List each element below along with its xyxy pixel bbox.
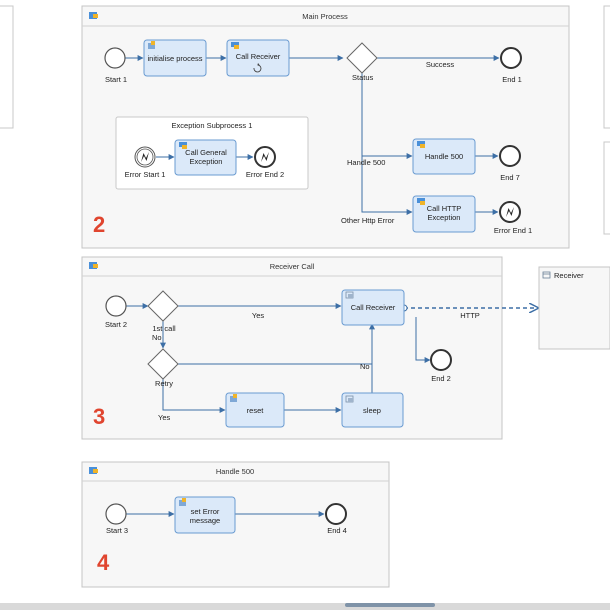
script-task-icon (148, 41, 155, 49)
task-set-error-line1: set Error (191, 507, 220, 516)
main-flows (125, 55, 500, 215)
end-event-7-label: End 7 (500, 173, 520, 182)
service-task-icon (417, 141, 425, 148)
gateway-retry[interactable] (147, 348, 179, 380)
left-panel-edge (0, 5, 14, 129)
task-reset-label: reset (247, 406, 265, 415)
task-call-http-exception[interactable]: Call HTTP Exception (412, 195, 476, 233)
gateway-first-call[interactable] (147, 290, 179, 322)
error-end-event-2[interactable] (254, 146, 276, 168)
start-event-3[interactable] (105, 503, 127, 525)
end-event-1[interactable] (500, 47, 522, 69)
edge-label-success: Success (426, 60, 455, 69)
edge-label-yes: Yes (252, 311, 264, 320)
right-panel-edge-2 (603, 141, 610, 235)
timer-task-icon (345, 395, 354, 403)
edge-label-yes2: Yes (158, 413, 170, 422)
task-call-receiver-main-label: Call Receiver (236, 52, 281, 61)
start-event-3-label: Start 3 (106, 526, 128, 535)
task-handle-500[interactable]: Handle 500 (412, 138, 476, 175)
gateway-first-call-label: 1st call (152, 324, 176, 333)
subprocess-title: Exception Subprocess 1 (172, 121, 253, 130)
error-end-event-1[interactable] (499, 201, 521, 223)
task-call-general-exception-line2: Exception (190, 157, 223, 166)
edge-label-no2: No (360, 362, 370, 371)
loop-icon (253, 63, 262, 73)
task-call-receiver-main[interactable]: Call Receiver (226, 39, 290, 77)
annotation-number: 2 (93, 212, 105, 237)
gateway-retry-label: Retry (155, 379, 173, 388)
pool-title: Main Process (302, 12, 348, 21)
error-icon (261, 152, 269, 162)
participant-title: Receiver (554, 271, 584, 280)
gateway-status-label: Status (352, 73, 374, 82)
end-event-7[interactable] (499, 145, 521, 167)
pool-title: Receiver Call (270, 262, 315, 271)
task-call-receiver[interactable]: Call Receiver (341, 289, 405, 326)
error-icon (506, 207, 514, 217)
annotation-number: 3 (93, 404, 105, 429)
horizontal-scrollbar[interactable] (0, 603, 610, 610)
task-initialise-process[interactable]: initialise process (143, 39, 207, 77)
edge-label-http: HTTP (460, 311, 480, 320)
service-task-icon (417, 198, 425, 205)
task-call-http-exception-line1: Call HTTP (427, 204, 462, 213)
receiver-call-flows (126, 303, 431, 413)
pool-icon (89, 12, 98, 19)
script-task-icon (179, 498, 186, 506)
call-activity-icon (345, 291, 354, 299)
end-event-2[interactable] (430, 349, 452, 371)
error-icon (141, 152, 149, 162)
end-event-4[interactable] (325, 503, 347, 525)
end-event-1-label: End 1 (502, 75, 522, 84)
service-task-icon (231, 42, 239, 49)
script-task-icon (230, 394, 237, 402)
task-set-error-message[interactable]: set Error message (174, 496, 236, 534)
start-event-2-label: Start 2 (105, 320, 127, 329)
start-event-1-label: Start 1 (105, 75, 127, 84)
right-panel-edge-1 (603, 5, 610, 129)
end-event-4-label: End 4 (327, 526, 347, 535)
edge-label-no: No (152, 333, 162, 342)
end-event-2-label: End 2 (431, 374, 451, 383)
pool-receiver-call[interactable]: Receiver Call 3 (81, 256, 503, 440)
error-end-event-1-label: Error End 1 (494, 226, 532, 235)
participant-icon (542, 271, 551, 279)
task-call-receiver-label: Call Receiver (351, 303, 396, 312)
participant-receiver[interactable]: Receiver (538, 266, 610, 350)
start-event-1[interactable] (104, 47, 126, 69)
task-sleep-label: sleep (363, 406, 381, 415)
pool-icon (89, 467, 98, 474)
edge-label-other-http: Other Http Error (341, 216, 395, 225)
task-sleep[interactable]: sleep (341, 392, 404, 428)
annotation-number: 4 (97, 550, 110, 575)
edge-label-handle500: Handle 500 (347, 158, 385, 167)
error-end-event-2-label: Error End 2 (246, 170, 284, 179)
pool-icon (89, 262, 98, 269)
task-initialise-process-label: initialise process (147, 54, 202, 63)
scrollbar-thumb[interactable] (345, 603, 435, 607)
task-call-general-exception[interactable]: Call General Exception (174, 139, 237, 176)
task-reset[interactable]: reset (225, 392, 285, 428)
error-start-event[interactable] (134, 146, 156, 168)
task-call-http-exception-line2: Exception (428, 213, 461, 222)
pool-title: Handle 500 (216, 467, 254, 476)
service-task-icon (179, 142, 187, 149)
error-start-event-label: Error Start 1 (125, 170, 166, 179)
task-set-error-line2: message (190, 516, 220, 525)
start-event-2[interactable] (105, 295, 127, 317)
gateway-status[interactable] (346, 42, 378, 74)
task-handle-500-label: Handle 500 (425, 152, 463, 161)
task-call-general-exception-line1: Call General (185, 148, 227, 157)
